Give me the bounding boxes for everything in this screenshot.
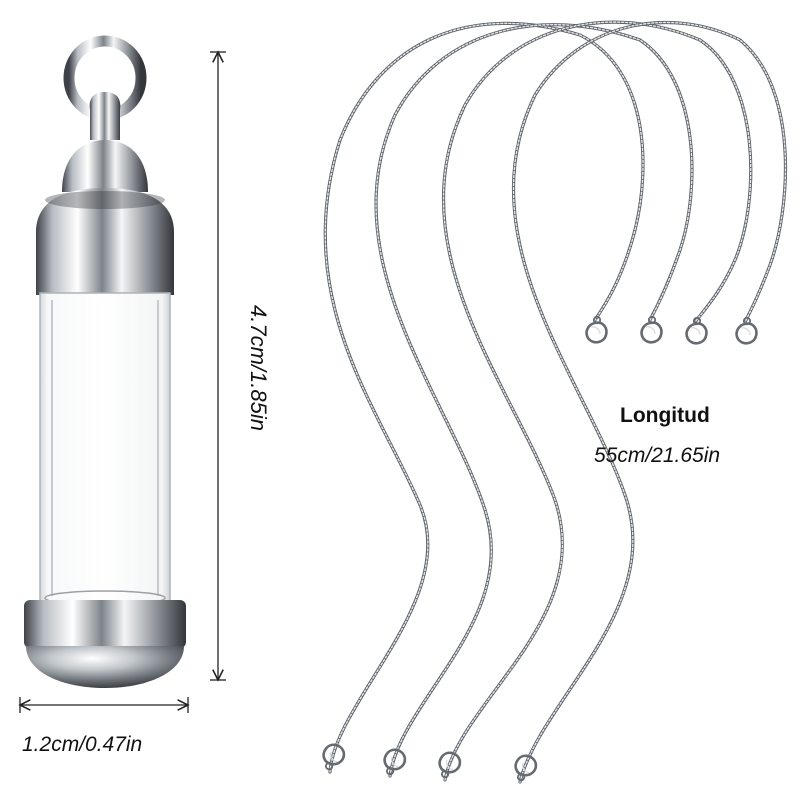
- bottom-dome: [26, 646, 184, 688]
- chain-1: [323, 21, 645, 774]
- clasp-top-2: [640, 315, 663, 344]
- capsule-pendant: [24, 35, 186, 688]
- chain-necklaces: [323, 20, 788, 784]
- chain-2: [374, 23, 694, 778]
- glass-tube: [39, 292, 171, 604]
- height-label: 4.7cm/1.85in: [246, 305, 271, 431]
- bottom-band: [24, 600, 186, 648]
- pendant-neck: [89, 92, 121, 140]
- length-title: Longitud: [620, 404, 710, 427]
- chain-3: [441, 20, 753, 782]
- pendant-cap: [36, 188, 174, 295]
- pendant-cap-top: [62, 140, 148, 192]
- chain-4: [511, 20, 788, 784]
- length-value: 55cm/21.65in: [594, 444, 721, 467]
- width-label: 1.2cm/0.47in: [22, 733, 143, 756]
